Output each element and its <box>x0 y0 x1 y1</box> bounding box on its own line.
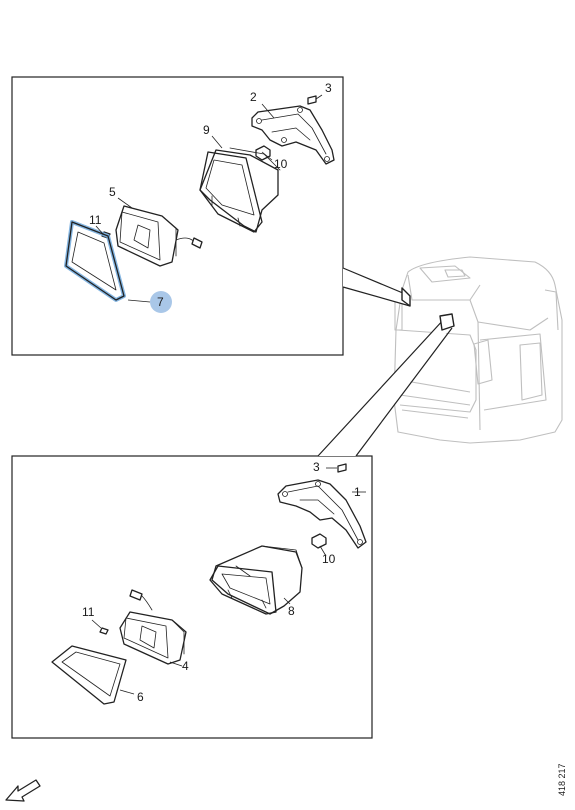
callout-10: 10 <box>274 157 288 171</box>
reference-code: 418 217 <box>557 763 567 796</box>
bracket-1-lower <box>277 479 367 549</box>
screw-3-lower <box>326 463 347 473</box>
lower-leaders <box>91 491 366 695</box>
callout-3-lower: 3 <box>313 460 320 474</box>
callout-1: 1 <box>354 485 361 499</box>
lens-7-upper <box>64 220 126 302</box>
callout-5: 5 <box>109 185 116 199</box>
lamp-4-lower <box>119 589 187 665</box>
housing-8-lower <box>209 545 303 615</box>
callout-7: 7 <box>157 295 164 309</box>
lens-6-lower <box>51 645 127 705</box>
callout-11: 11 <box>89 213 102 227</box>
callout-2: 2 <box>250 90 257 104</box>
callout-9: 9 <box>203 123 210 137</box>
upper-leaders <box>95 103 275 303</box>
callout-3: 3 <box>325 81 332 95</box>
housing-9-upper <box>199 147 281 233</box>
callout-10-lower: 10 <box>322 552 336 566</box>
nut-10-lower <box>311 533 327 557</box>
screw-3-upper <box>307 94 323 105</box>
upper-detail-frame <box>11 76 411 356</box>
callout-7-highlight: 7 <box>150 291 172 313</box>
callout-8: 8 <box>288 604 295 618</box>
bolt-11-lower <box>99 627 109 635</box>
callout-6: 6 <box>137 690 144 704</box>
arrow-front-left-icon <box>5 779 41 802</box>
lamp-5-upper <box>115 205 203 267</box>
callout-4: 4 <box>182 659 189 673</box>
callout-11-lower: 11 <box>82 605 95 619</box>
bracket-2-upper <box>251 105 335 165</box>
